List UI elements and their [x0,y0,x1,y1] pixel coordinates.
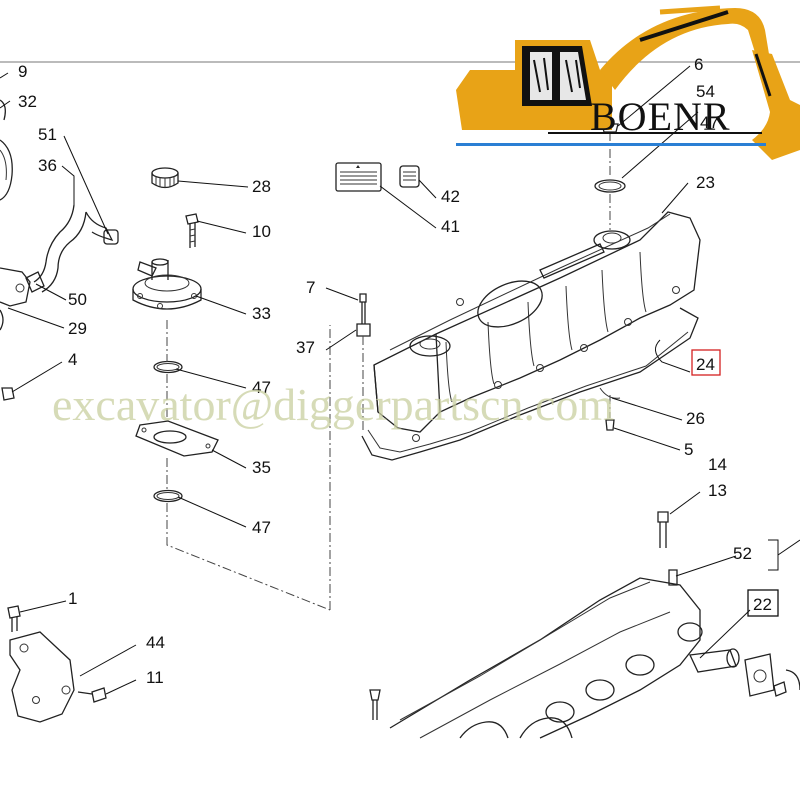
callout-47-lower: 47 [252,518,271,537]
callout-26: 26 [686,409,705,428]
callout-13: 13 [708,481,727,500]
callout-42: 42 [441,187,460,206]
callout-6: 6 [694,55,703,74]
callout-11: 11 [146,668,164,687]
callout-47-upper: 47 [252,378,271,397]
callout-37: 37 [296,338,315,357]
callout-52: 52 [733,544,752,563]
left-edge-parts [0,99,119,401]
callout-29: 29 [68,319,87,338]
breather-assembly [132,167,331,611]
callout-28: 28 [252,177,271,196]
callout-35: 35 [252,458,271,477]
callout-9: 9 [18,62,27,81]
callout-36: 36 [38,156,57,175]
valve-cover [361,123,701,461]
callout-22: 22 [753,595,772,614]
bracket-assembly [7,605,107,723]
warning-labels [335,162,420,192]
lower-housing [369,511,800,739]
callout-54: 54 [696,82,715,101]
callout-32: 32 [18,92,37,111]
logo-underline [456,143,766,146]
stud-assembly [356,293,371,430]
callout-23: 23 [696,173,715,192]
callout-50: 50 [68,290,87,309]
callout-24-box [691,349,721,376]
logo-rule [548,132,762,134]
callout-33: 33 [252,304,271,323]
boenr-logo: BOENR [456,5,800,160]
callout-7: 7 [306,278,315,297]
callout-22-box [747,589,779,617]
callout-5: 5 [684,440,693,459]
callout-14: 14 [708,455,727,474]
callout-44: 44 [146,633,165,652]
callout-47-top: 47 [700,113,719,132]
callout-4: 4 [68,350,77,369]
brand-name: BOENR [590,94,731,139]
watermark-email: excavator@diggerpartscn.com [52,379,614,430]
callout-10: 10 [252,222,271,241]
callout-41: 41 [441,217,460,236]
excavator-boom-shape [600,8,770,90]
callout-1: 1 [68,589,77,608]
callout-24: 24 [696,355,715,374]
callout-51: 51 [38,125,57,144]
callouts: 9 32 51 36 50 29 4 28 10 33 47 35 47 42 … [18,55,779,687]
